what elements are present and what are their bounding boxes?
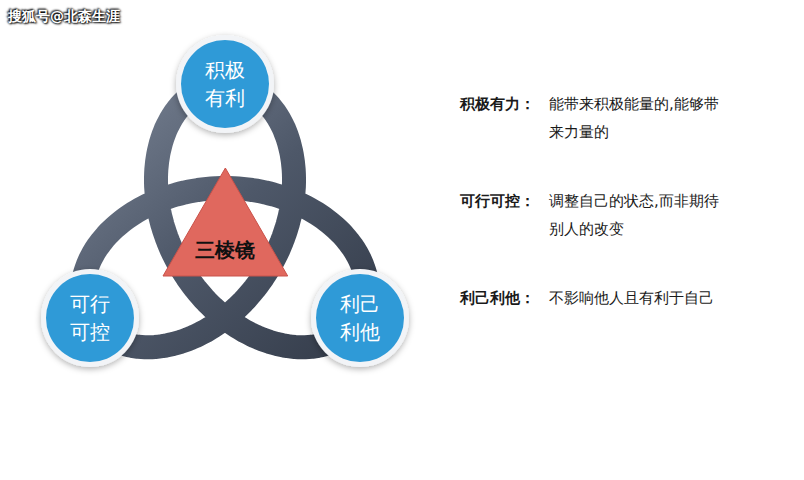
circle-label: 积极 有利: [202, 56, 248, 112]
prism-triangle: 三棱镜: [158, 163, 293, 281]
item-heading: 利己利他：: [460, 284, 535, 312]
node-shape: [39, 267, 141, 369]
item-body: 能带来积极能量的,能够带来力量的: [549, 90, 733, 146]
concept-circle: 可行 可控: [39, 267, 141, 369]
circle-fill: [316, 274, 404, 362]
item-body: 调整自己的状态,而非期待别人的改变: [549, 187, 733, 243]
circle-fill: [181, 40, 269, 128]
item-heading: 可行可控：: [460, 187, 535, 215]
circle-label: 利己 利他: [337, 290, 383, 346]
circle-label: 可行 可控: [67, 290, 113, 346]
node-shape: [158, 163, 293, 281]
circle-ring: [311, 269, 409, 367]
concept-circle: 利己 利他: [309, 267, 411, 369]
center-label: 三棱镜: [195, 237, 255, 264]
node-shape: [174, 33, 276, 135]
circle-ring: [41, 269, 139, 367]
node-shape: [309, 267, 411, 369]
circle-ring: [176, 35, 274, 133]
prism-shape: [163, 168, 288, 276]
concept-circle: 积极 有利: [174, 33, 276, 135]
item-heading: 积极有力：: [460, 90, 535, 118]
item-body: 不影响他人且有利于自己: [549, 284, 733, 312]
circle-fill: [46, 274, 134, 362]
watermark: 搜狐号@北森生涯: [8, 6, 120, 26]
